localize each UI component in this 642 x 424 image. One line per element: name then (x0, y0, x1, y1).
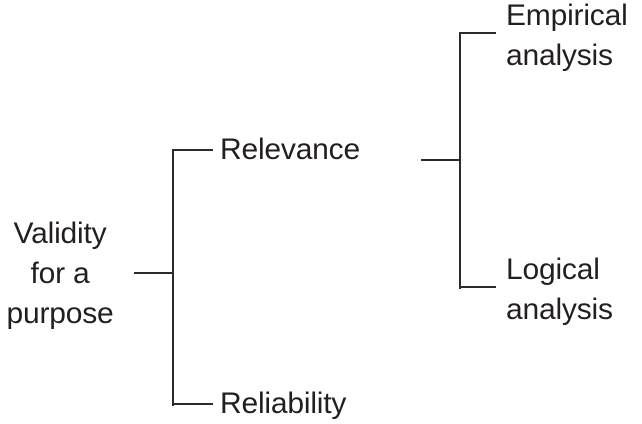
connector-right-bracket-spine (459, 32, 461, 289)
node-reliability: Reliability (220, 387, 347, 420)
node-empirical-analysis: Empirical analysis (506, 0, 628, 72)
connector-to-empirical-analysis (459, 32, 496, 34)
node-validity-for-a-purpose: Validity for a purpose (6, 217, 114, 330)
connector-left-bracket-spine (172, 149, 174, 406)
connector-root-stem (134, 272, 174, 274)
node-relevance: Relevance (220, 133, 360, 166)
node-logical-analysis: Logical analysis (506, 253, 613, 326)
connector-to-relevance (172, 149, 213, 151)
connector-to-logical-analysis (459, 286, 496, 288)
connector-relevance-stem (421, 159, 461, 161)
connector-to-reliability (172, 403, 213, 405)
